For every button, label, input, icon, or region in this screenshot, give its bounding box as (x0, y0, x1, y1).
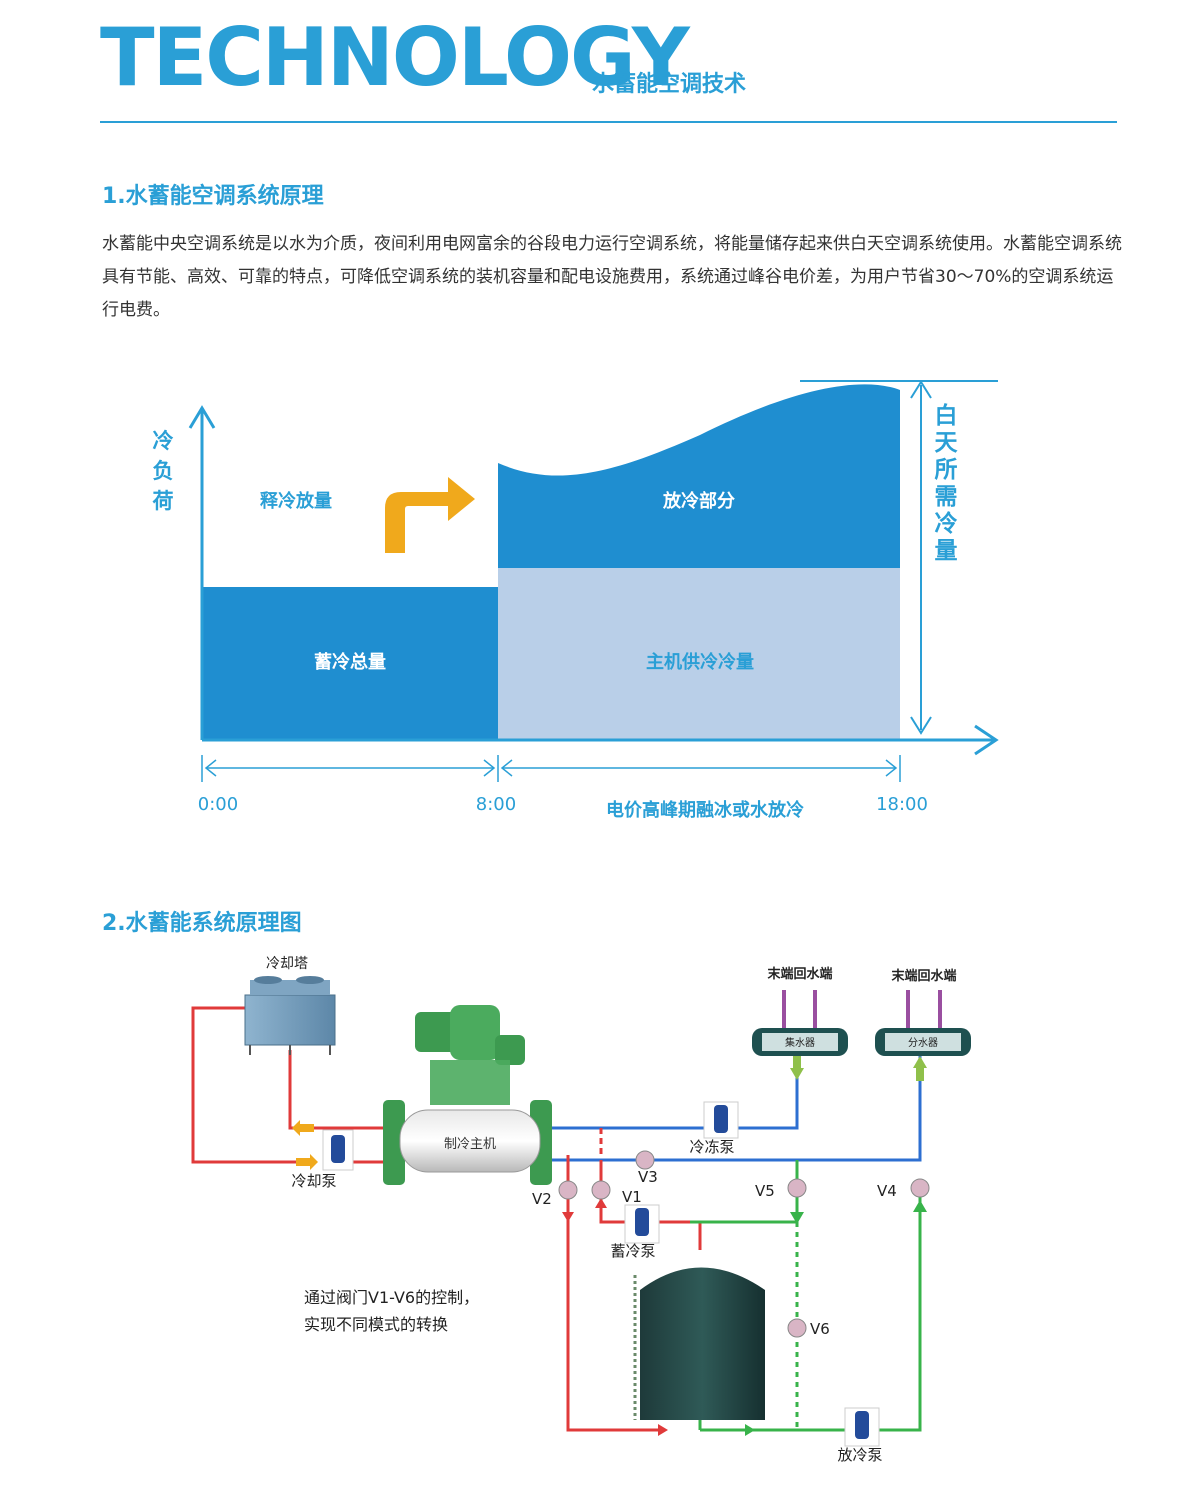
control-note-line2: 实现不同模式的转换 (304, 1315, 448, 1334)
system-schematic: 冷却塔 制冷主机 冷却泵 冷冻泵 蓄冷泵 放冷泵 (191, 956, 971, 1464)
valve-v6-icon[interactable] (787, 1318, 807, 1338)
section2-title: 2.水蓄能系统原理图 (102, 911, 302, 936)
tick-0800: 8:00 (476, 794, 516, 815)
valve-v2-icon[interactable] (558, 1180, 578, 1200)
collector-label: 集水器 (785, 1036, 815, 1049)
chiller-label: 制冷主机 (444, 1137, 496, 1152)
storage-label: 蓄冷总量 (314, 651, 386, 673)
right-label-char: 量 (935, 538, 958, 564)
release-arrow-icon (385, 477, 475, 553)
discharge-area (498, 384, 900, 568)
release-label: 释冷放量 (260, 490, 332, 512)
valve-v1-label: V1 (622, 1188, 642, 1206)
right-label-char: 所 (935, 457, 958, 483)
chiller-icon (383, 1005, 552, 1185)
right-label-char: 需 (935, 484, 958, 510)
right-label-char: 天 (935, 430, 959, 456)
distributor-label: 分水器 (908, 1037, 938, 1049)
discharge-label: 放冷部分 (662, 490, 735, 512)
peak-period-label: 电价高峰期融冰或水放冷 (606, 799, 804, 821)
cooling-tower-icon (244, 976, 336, 1055)
valve-v3-label: V3 (638, 1168, 658, 1186)
valve-v6-label: V6 (810, 1320, 830, 1338)
x-axis-arrow (974, 724, 999, 756)
y-axis-label-3: 荷 (153, 489, 174, 513)
right-label-char: 冷 (935, 510, 958, 537)
storage-pump-icon (624, 1204, 660, 1244)
chilled-pump-icon (703, 1101, 739, 1139)
page-subtitle: 水蓄能空调技术 (592, 72, 747, 97)
range-arrow-bottom (910, 716, 932, 735)
return-end-label-1: 末端回水端 (766, 966, 832, 982)
storage-pump-label: 蓄冷泵 (610, 1242, 655, 1260)
cooling-pump-label: 冷却泵 (291, 1172, 336, 1190)
valve-v1-icon[interactable] (591, 1180, 611, 1200)
valve-v5-label: V5 (755, 1182, 775, 1200)
valve-v4-icon[interactable] (910, 1178, 930, 1198)
return-end-label-2: 末端回水端 (890, 968, 956, 984)
host-label: 主机供冷冷量 (646, 651, 754, 673)
valve-v5-icon[interactable] (787, 1178, 807, 1198)
control-note-line1: 通过阀门V1-V6的控制， (304, 1288, 479, 1307)
range-arrow-top (910, 380, 932, 399)
y-axis-arrow (188, 405, 216, 429)
valve-v4-label: V4 (877, 1182, 897, 1200)
discharge-pump-icon (844, 1407, 880, 1447)
storage-area (202, 587, 498, 739)
y-axis-label-2: 负 (153, 459, 174, 483)
distributor-icon (875, 990, 971, 1056)
cooling-tower-label: 冷却塔 (266, 956, 308, 972)
chilled-pump-label: 冷冻泵 (689, 1138, 734, 1156)
storage-tank-icon (633, 1267, 765, 1420)
collector-icon (752, 990, 848, 1056)
brand-title: TECHNOLOGY (100, 11, 690, 104)
valve-v2-label: V2 (532, 1190, 552, 1208)
tick-1800: 18:00 (876, 794, 928, 815)
y-axis-label-1: 冷 (153, 429, 174, 453)
header-divider (100, 121, 1117, 123)
cooling-pump-icon (322, 1129, 354, 1171)
host-supply-area (498, 568, 900, 739)
section1-body: 水蓄能中央空调系统是以水为介质，夜间利用电网富余的谷段电力运行空调系统，将能量储… (102, 234, 1122, 320)
right-label-char: 白 (935, 402, 958, 429)
valve-v3-icon[interactable] (635, 1150, 655, 1170)
section1-title: 1.水蓄能空调系统原理 (102, 184, 324, 209)
discharge-pump-label: 放冷泵 (837, 1446, 882, 1464)
tick-0000: 0:00 (198, 794, 238, 815)
